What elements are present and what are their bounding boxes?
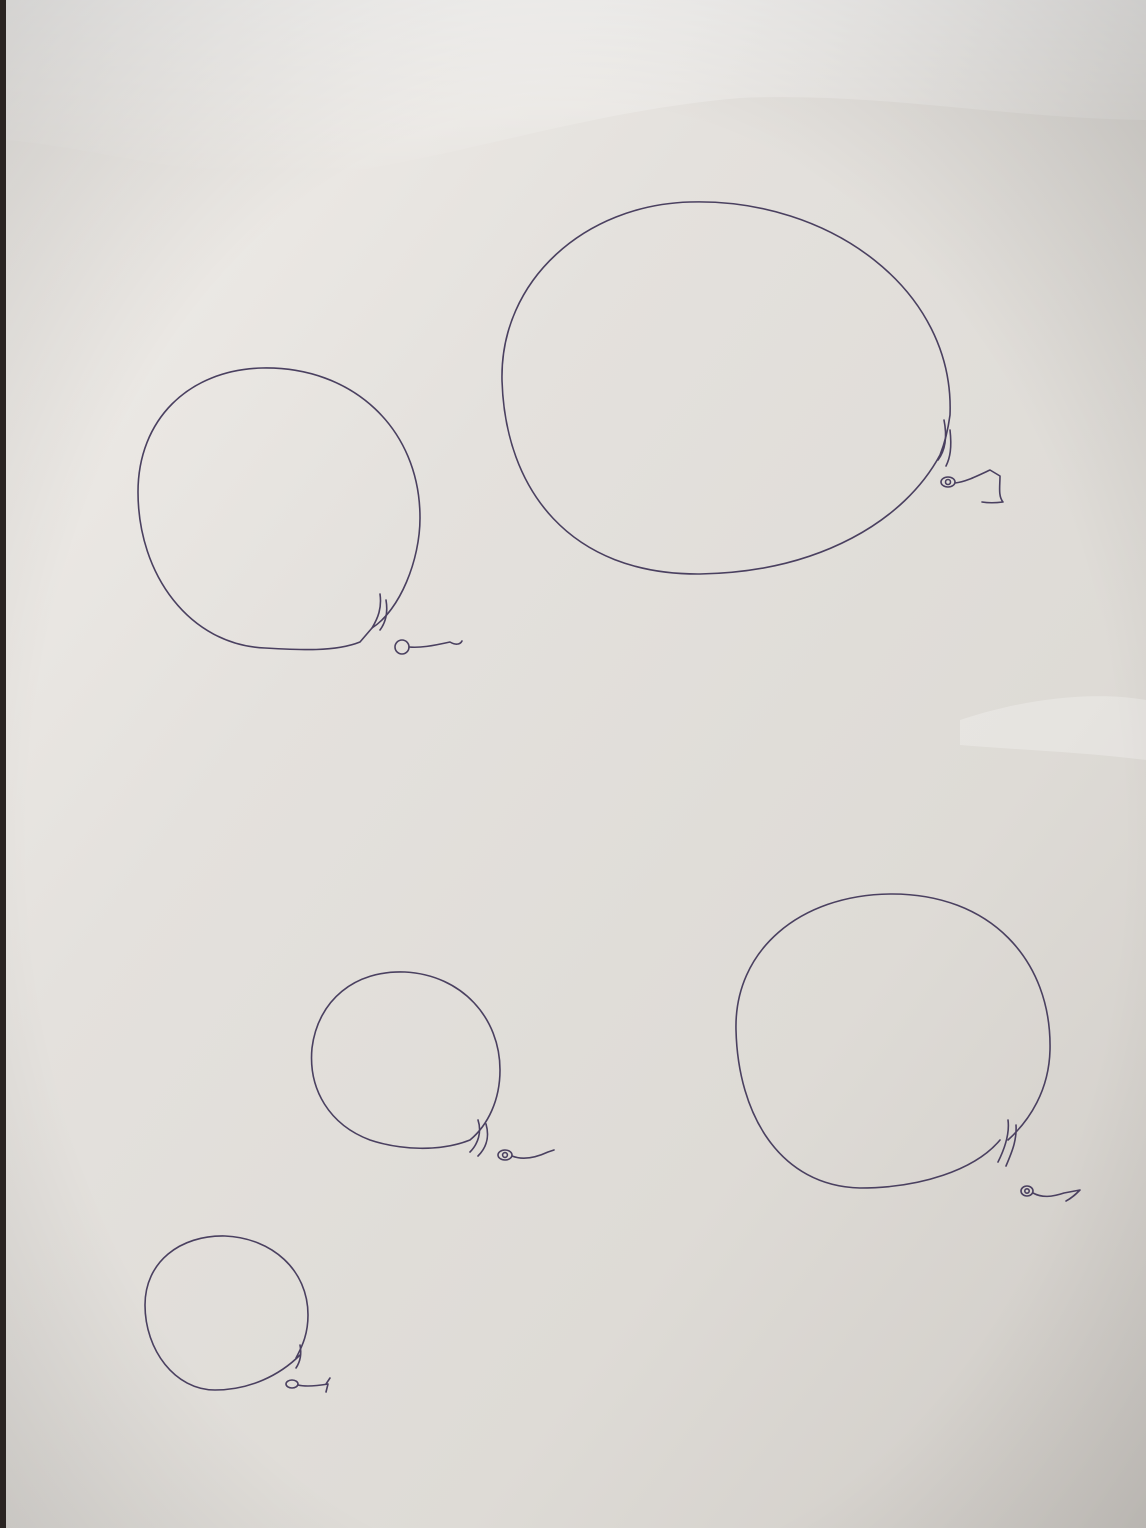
balloon-medium-bottom-right — [735, 893, 1081, 1202]
balloon-large-top-right — [501, 201, 1004, 575]
balloon-small-center — [310, 971, 555, 1161]
balloon-small-bottom-left — [144, 1235, 331, 1393]
balloon-medium-left — [137, 367, 463, 655]
